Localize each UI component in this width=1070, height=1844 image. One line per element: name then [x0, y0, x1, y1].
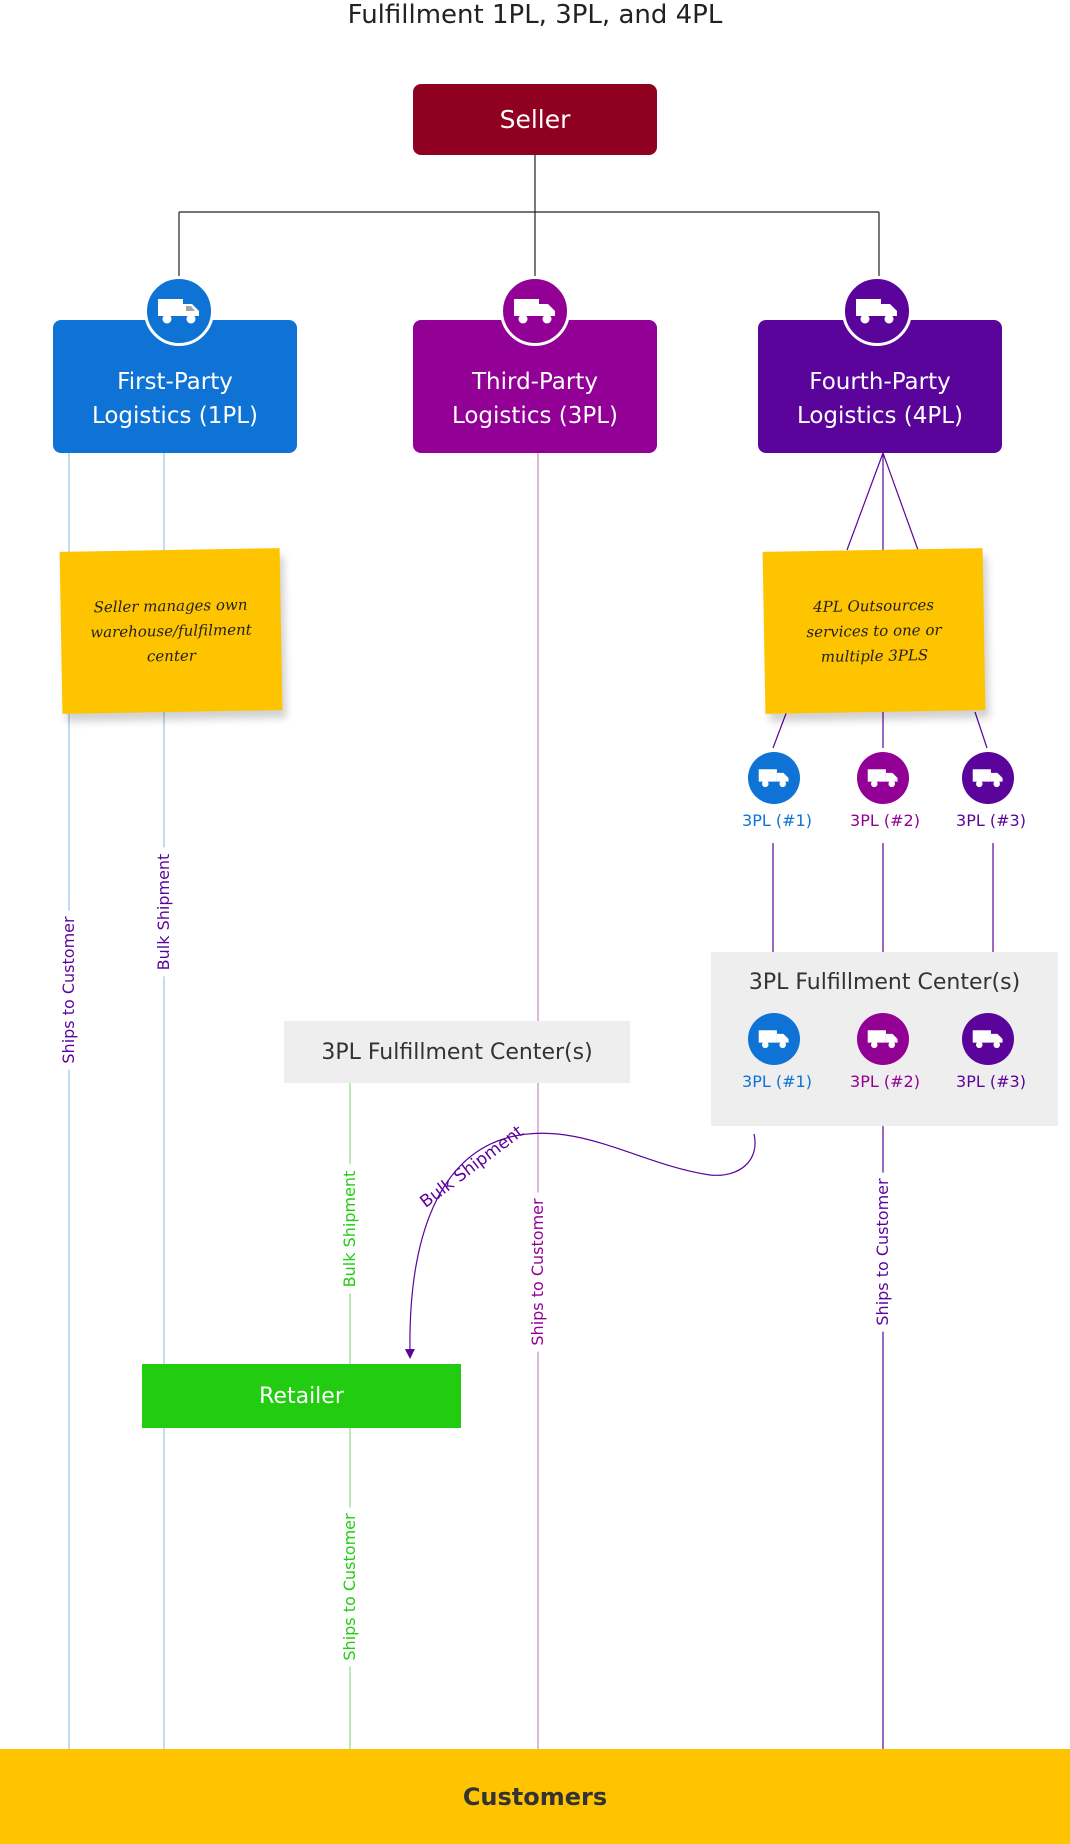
first-party-note: Seller manages own warehouse/fulfilment …: [59, 548, 283, 714]
fc-provider-label-2: 3PL (#2): [850, 1072, 920, 1091]
flow-label-1pl-bulk: Bulk Shipment: [151, 847, 177, 977]
truck-icon: [857, 752, 909, 804]
truck-icon: [857, 1013, 909, 1065]
truck-icon: [962, 752, 1014, 804]
flow-label-3pl-ships: Ships to Customer: [525, 1192, 551, 1352]
truck-icon: [748, 1013, 800, 1065]
flow-label-4pl-ships: Ships to Customer: [870, 1172, 896, 1332]
flow-label-3pl-bulk: Bulk Shipment: [337, 1164, 363, 1294]
truck-icon: [500, 276, 570, 346]
flow-label-retailer-ships: Ships to Customer: [337, 1507, 363, 1667]
retailer-node: Retailer: [142, 1364, 461, 1428]
provider-label-2: 3PL (#2): [850, 811, 920, 830]
fourth-party-note: 4PL Outsources services to one or multip…: [762, 548, 986, 714]
fulfillment-center-3pl: 3PL Fulfillment Center(s): [284, 1021, 630, 1083]
provider-label-1: 3PL (#1): [742, 811, 812, 830]
truck-icon: [748, 752, 800, 804]
diagram-title: Fulfillment 1PL, 3PL, and 4PL: [347, 0, 723, 30]
truck-icon: [962, 1013, 1014, 1065]
fulfillment-center-title: 3PL Fulfillment Center(s): [748, 970, 1021, 995]
truck-icon: [144, 276, 214, 346]
seller-node: Seller: [413, 84, 657, 155]
customers-node: Customers: [0, 1749, 1070, 1844]
fc-provider-label-1: 3PL (#1): [742, 1072, 812, 1091]
flow-label-1pl-ships: Ships to Customer: [56, 910, 82, 1070]
truck-icon: [842, 276, 912, 346]
fc-provider-label-3: 3PL (#3): [956, 1072, 1026, 1091]
provider-label-3: 3PL (#3): [956, 811, 1026, 830]
fulfillment-center-4pl: 3PL Fulfillment Center(s) 3PL (#1) 3PL (…: [711, 952, 1058, 1126]
